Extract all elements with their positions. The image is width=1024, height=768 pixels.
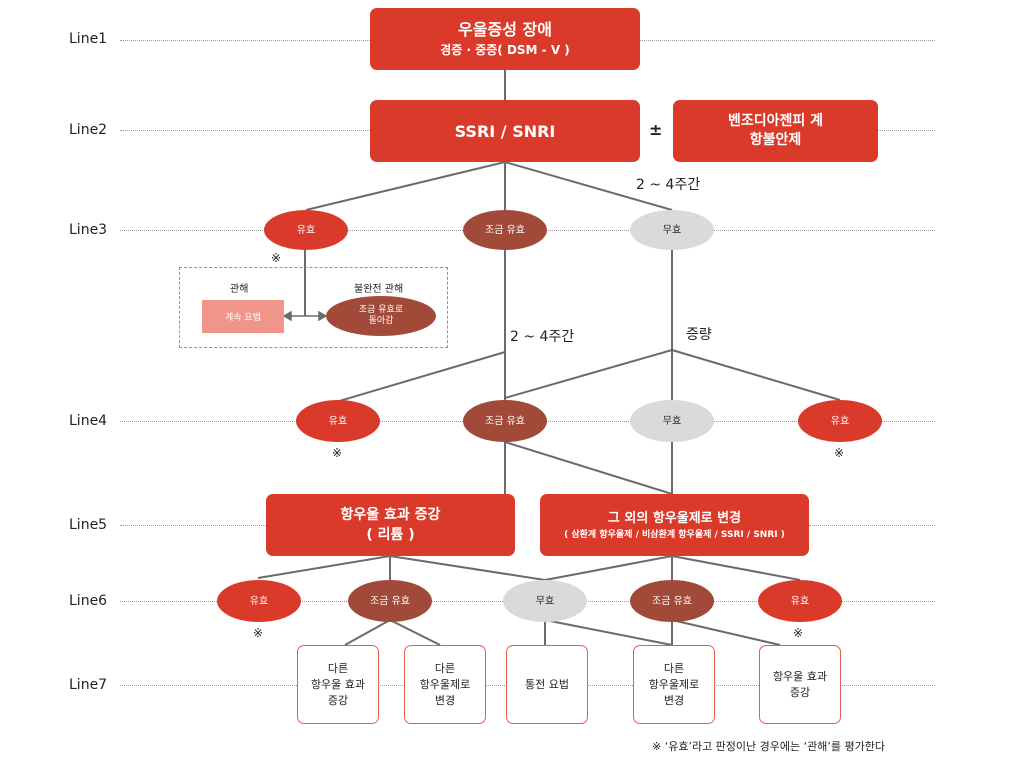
- plus-minus-sign: ±: [649, 120, 663, 139]
- line6-node-ineffective: 무효: [503, 580, 587, 622]
- line3-remission-mark: ※: [271, 251, 282, 265]
- row-label-line3: Line3: [69, 222, 108, 238]
- line4-remission-mark-right: ※: [834, 446, 845, 460]
- row-label-line2: Line2: [69, 122, 108, 138]
- diagnosis-box: 우울증성 장애 경증 · 중증( DSM - V ): [370, 8, 640, 70]
- guide-line2-right: [878, 130, 935, 131]
- line4-node-effective-right: 유효: [798, 400, 882, 442]
- switch-title: 그 외의 항우울제로 변경: [607, 510, 742, 526]
- line3-node-partial: 조금 유효: [463, 210, 547, 250]
- augmentation-title: 항우울 효과 증강: [340, 507, 441, 523]
- anxiolytic-box: 벤조디아젠피 계 항불안제: [673, 100, 878, 162]
- line4-node-partial: 조금 유효: [463, 400, 547, 442]
- line7-box-other-augmentation: 다른 항우울 효과 증강: [297, 645, 379, 724]
- line3-node-effective: 유효: [264, 210, 348, 250]
- line7-box-switch-left: 다른 항우울제로 변경: [404, 645, 486, 724]
- switch-antidepressant-box: 그 외의 항우울제로 변경 ( 삼환계 항우울제 / 비삼환계 항우울제 / S…: [540, 494, 809, 556]
- continuation-therapy-box: 계속 요법: [202, 300, 284, 333]
- interval-label-1: 2 ~ 4주간: [636, 177, 701, 193]
- guide-line2-left: [120, 130, 370, 131]
- row-label-line1: Line1: [69, 31, 108, 47]
- augmentation-subtitle: ( 리튬 ): [366, 527, 415, 543]
- line6-remission-mark-left: ※: [253, 626, 264, 640]
- anxiolytic-line1: 벤조디아젠피 계: [727, 113, 824, 129]
- anxiolytic-line2: 항불안제: [749, 132, 802, 148]
- guide-line5-left: [120, 525, 266, 526]
- line6-node-partial-left: 조금 유효: [348, 580, 432, 622]
- line6-node-partial-right: 조금 유효: [630, 580, 714, 622]
- diagnosis-title: 우울증성 장애: [458, 20, 552, 39]
- line4-node-effective-left: 유효: [296, 400, 380, 442]
- partial-remission-label: 불완전 관해: [354, 284, 404, 295]
- row-label-line7: Line7: [69, 677, 108, 693]
- remission-panel: [179, 267, 448, 348]
- guide-line1-right: [640, 40, 935, 41]
- row-label-line6: Line6: [69, 593, 108, 609]
- line6-node-effective-right: 유효: [758, 580, 842, 622]
- line6-remission-mark-right: ※: [793, 626, 804, 640]
- ssri-snri-box: SSRI / SNRI: [370, 100, 640, 162]
- return-to-partial-ellipse: 조금 유효로 돌아감: [326, 296, 436, 336]
- line6-node-effective-left: 유효: [217, 580, 301, 622]
- line3-node-ineffective: 무효: [630, 210, 714, 250]
- row-label-line4: Line4: [69, 413, 108, 429]
- dose-increase-label: 증량: [686, 327, 712, 343]
- switch-subtitle: ( 삼환계 항우울제 / 비삼환계 항우울제 / SSRI / SNRI ): [564, 529, 785, 540]
- diagnosis-subtitle: 경증 · 중증( DSM - V ): [440, 43, 570, 57]
- line7-box-augmentation: 항우울 효과 증강: [759, 645, 841, 724]
- guide-line1-left: [120, 40, 370, 41]
- guide-line5-right: [809, 525, 935, 526]
- interval-label-2: 2 ~ 4주간: [510, 329, 575, 345]
- line4-node-ineffective: 무효: [630, 400, 714, 442]
- augmentation-box: 항우울 효과 증강 ( 리튬 ): [266, 494, 515, 556]
- line7-box-switch-right: 다른 항우울제로 변경: [633, 645, 715, 724]
- line4-remission-mark-left: ※: [332, 446, 343, 460]
- ssri-snri-label: SSRI / SNRI: [454, 121, 556, 141]
- row-label-line5: Line5: [69, 517, 108, 533]
- line7-box-ect: 통전 요법: [506, 645, 588, 724]
- remission-label: 관해: [230, 284, 249, 295]
- footnote: ※ ‘유효’라고 판정이난 경우에는 ‘관해’를 평가한다: [652, 740, 885, 753]
